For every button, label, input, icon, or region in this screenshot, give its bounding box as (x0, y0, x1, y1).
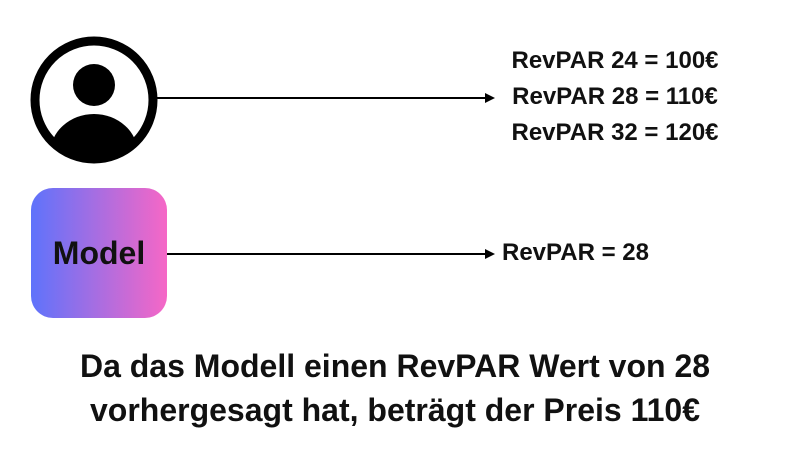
user-avatar-icon (30, 36, 158, 164)
revpar-item-28: RevPAR 28 = 110€ (512, 83, 718, 110)
model-prediction: RevPAR = 28 (502, 239, 649, 266)
caption: Da das Modell einen RevPAR Wert von 28 v… (20, 344, 770, 432)
model-arrow-icon (167, 249, 495, 259)
revpar-item-24: RevPAR 24 = 100€ (511, 47, 719, 74)
model-label: Model (52, 234, 146, 271)
model-box: Model (31, 188, 167, 318)
revpar-item-32: RevPAR 32 = 120€ (511, 119, 719, 146)
user-arrow-icon (157, 93, 495, 103)
caption-line-1: Da das Modell einen RevPAR Wert von 28 (79, 348, 711, 384)
caption-line-2: vorhergesagt hat, beträgt der Preis 110€ (89, 392, 701, 428)
revpar-price-list: RevPAR 24 = 100€ RevPAR 28 = 110€ RevPAR… (480, 43, 750, 151)
